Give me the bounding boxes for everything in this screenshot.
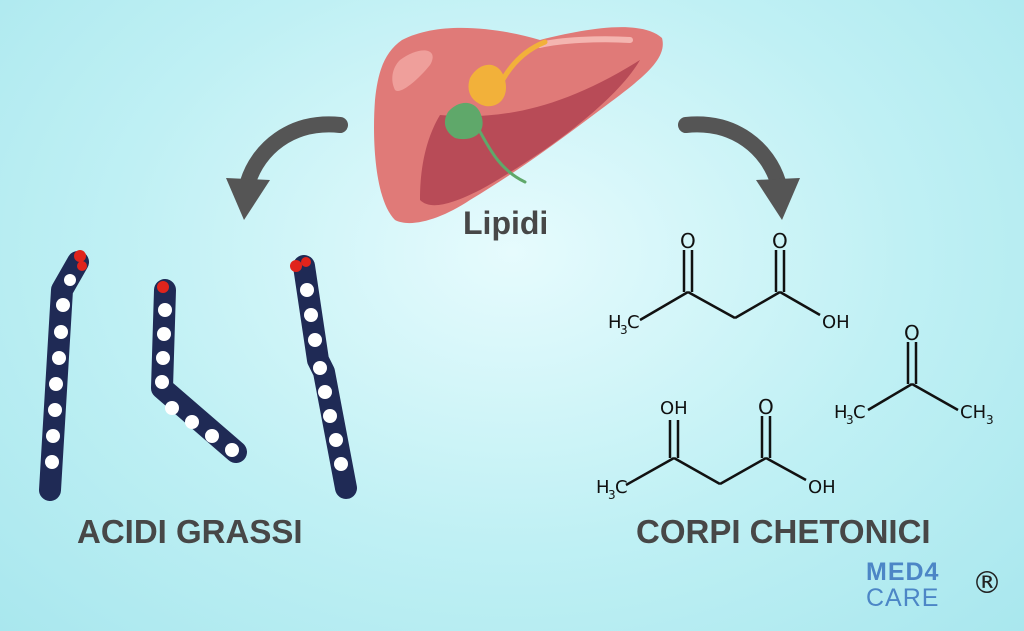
logo-line1: MED4 [866,558,940,586]
hydroxybutyrate-c: C [615,477,628,498]
label-corpi-chetonici: CORPI CHETONICI [636,513,931,550]
acetone-sub-left: 3 [846,413,854,427]
molecule-acetone [867,342,959,412]
hydroxybutyrate-o-top: O [758,395,774,419]
acetone-c-left: C [853,402,866,423]
acetone-c-right: CH [960,402,986,423]
logo-line2: CARE [866,584,940,612]
acetoacetate-o-left: O [680,229,696,253]
arrow-right-icon [678,116,800,220]
liver-illustration [374,27,663,224]
label-lipidi: Lipidi [463,205,549,241]
molecule-acetoacetate [639,250,821,322]
fatty-acid-chain-straight [39,250,89,501]
acetoacetate-o-right: O [772,229,788,253]
brand-logo: MED4 CARE ® [862,556,1012,616]
acetone-h-left: H [834,402,848,423]
acetone-o: O [904,321,920,345]
arrow-left-icon [226,116,348,220]
fatty-acid-chain-kinked [290,255,357,499]
hydroxybutyrate-h: H [596,477,610,498]
hydroxybutyrate-oh-top: OH [660,398,688,419]
acetone-sub-right: 3 [986,413,994,427]
acetoacetate-h: H [608,312,622,333]
molecule-hydroxybutyrate [625,416,807,487]
acetoacetate-oh: OH [822,312,850,333]
hydroxybutyrate-oh: OH [808,477,836,498]
label-acidi-grassi: ACIDI GRASSI [77,513,303,550]
hydroxybutyrate-sub: 3 [608,488,616,502]
fatty-acid-chain-bent [151,279,247,463]
registered-icon: ® [972,566,1002,601]
acetoacetate-c: C [627,312,640,333]
acetoacetate-sub: 3 [620,323,628,337]
